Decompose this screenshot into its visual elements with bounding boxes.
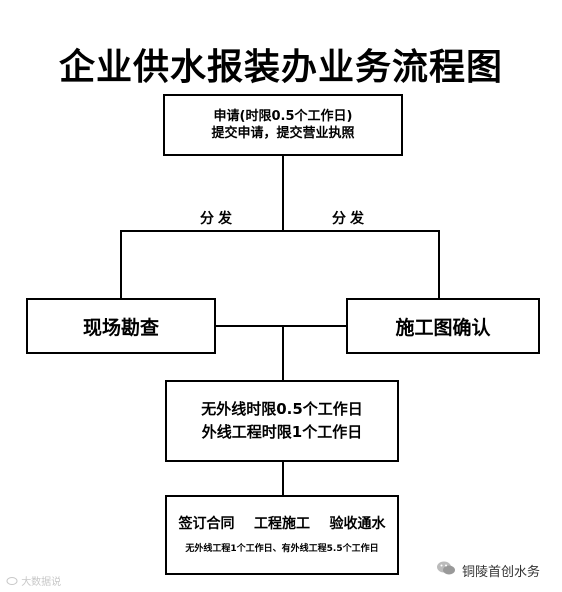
contract-line-1: 签订合同 工程施工 验收通水 [178, 516, 386, 532]
apply-line-2: 提交申请，提交营业执照 [211, 126, 355, 141]
drawing-confirm-label: 施工图确认 [395, 316, 491, 339]
time-limit-line-2: 外线工程时限1个工作日 [201, 423, 363, 441]
dispatch-label-right: 分发 [332, 211, 368, 227]
connector-merge-down [282, 325, 284, 381]
page-title: 企业供水报装办业务流程图 [58, 47, 503, 88]
watermark-left-text: 大数据说 [21, 577, 62, 588]
connector-apply-down [282, 156, 284, 232]
time-limit-box: 无外线时限0.5个工作日 外线工程时限1个工作日 [165, 380, 399, 462]
survey-label: 现场勘查 [82, 316, 159, 339]
watermark-right-text: 铜陵首创水务 [462, 564, 541, 580]
weibo-icon [6, 577, 21, 588]
connector-split-horizontal [120, 230, 440, 232]
watermark-right: 铜陵首创水务 [436, 560, 540, 580]
wechat-icon [436, 560, 456, 580]
watermark-left: 大数据说 [6, 573, 61, 588]
contract-line-2: 无外线工程1个工作日、有外线工程5.5个工作日 [185, 544, 379, 554]
apply-box: 申请(时限0.5个工作日) 提交申请，提交营业执照 [163, 94, 403, 156]
connector-left-drop [120, 230, 122, 300]
dispatch-label-left: 分发 [200, 211, 236, 227]
apply-line-1: 申请(时限0.5个工作日) [213, 109, 353, 124]
time-limit-line-1: 无外线时限0.5个工作日 [201, 400, 363, 418]
connector-time-to-contract [282, 462, 284, 496]
contract-box: 签订合同 工程施工 验收通水 无外线工程1个工作日、有外线工程5.5个工作日 [165, 495, 399, 575]
drawing-confirm-box: 施工图确认 [346, 298, 540, 354]
connector-merge-horizontal [216, 325, 346, 327]
survey-box: 现场勘查 [26, 298, 216, 354]
connector-right-drop [438, 230, 440, 300]
